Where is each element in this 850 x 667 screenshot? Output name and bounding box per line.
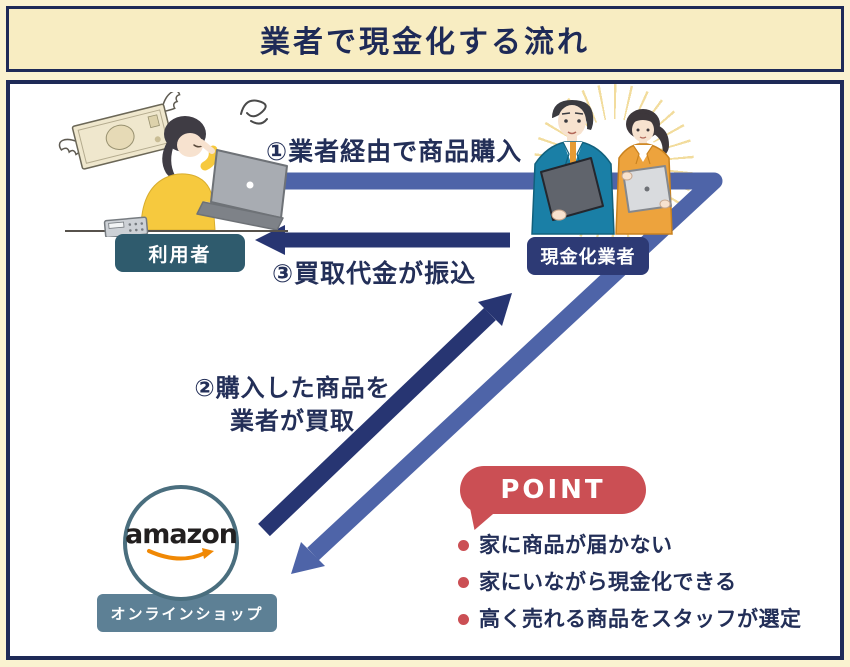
point-badge: POINT [460, 466, 646, 514]
bullet-dot-icon [458, 577, 469, 588]
business-staff-illustration [531, 100, 673, 235]
point-item: 高く売れる商品をスタッフが選定 [458, 606, 840, 633]
step2-label-line1: ②購入した商品を [194, 374, 391, 402]
squiggle-icon [240, 99, 268, 125]
step2-label-line2: 業者が買取 [230, 407, 355, 435]
arrow-step2-buyback [258, 293, 512, 537]
amazon-smile-icon [147, 548, 214, 561]
point-item: 家に商品が届かない [458, 532, 840, 559]
shop-label-text: オンラインショップ [110, 604, 264, 623]
user-label: 利用者 [115, 234, 245, 272]
bullet-dot-icon [458, 540, 469, 551]
flow-arrows [255, 172, 723, 574]
amazon-logo: amazon [123, 485, 239, 601]
flow-diagram: 利用者 現金化業者 オンラインショップ amazon ①業者経由で商品購入 ③買… [6, 80, 844, 660]
woman-figure [615, 109, 673, 235]
point-item-text: 高く売れる商品をスタッフが選定 [479, 607, 802, 631]
vendor-label: 現金化業者 [527, 237, 649, 275]
flying-banknote-icon [58, 92, 181, 170]
bullet-dot-icon [458, 614, 469, 625]
vendor-label-text: 現金化業者 [540, 247, 636, 268]
point-item: 家にいながら現金化できる [458, 569, 840, 596]
point-list: 家に商品が届かない 家にいながら現金化できる 高く売れる商品をスタッフが選定 [458, 532, 840, 643]
amazon-logo-text: amazon [124, 519, 238, 550]
woman-at-laptop-illustration [58, 92, 288, 237]
step2-label: ②購入した商品を 業者が買取 [175, 372, 410, 438]
title-banner: 業者で現金化する流れ [6, 6, 844, 72]
arrow-step3-transfer [255, 225, 510, 255]
step3-label: ③買取代金が振込 [272, 259, 477, 288]
woman-figure [65, 116, 288, 237]
page-title: 業者で現金化する流れ [260, 25, 590, 60]
man-figure [531, 100, 615, 235]
user-label-text: 利用者 [148, 243, 212, 266]
point-item-text: 家に商品が届かない [479, 533, 673, 557]
step1-label: ①業者経由で商品購入 [266, 137, 523, 166]
point-badge-text: POINT [500, 475, 606, 505]
arrow-step1-purchase [262, 172, 723, 574]
point-item-text: 家にいながら現金化できる [479, 570, 737, 594]
